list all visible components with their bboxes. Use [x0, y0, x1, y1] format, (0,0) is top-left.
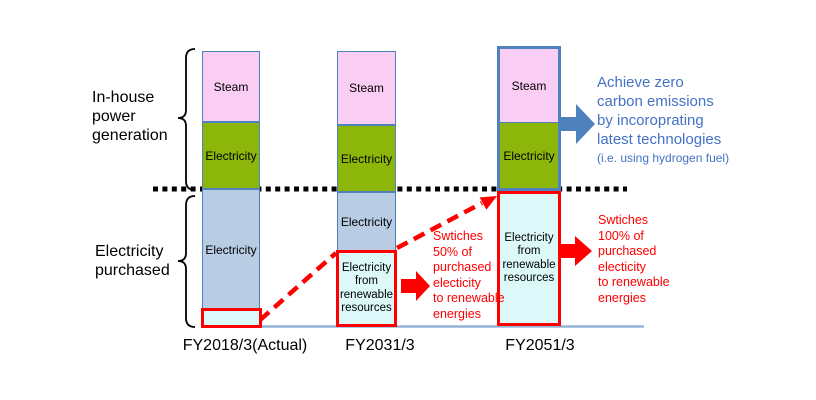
generated-electricity-segment: Electricity — [202, 122, 260, 189]
axis-label-fy2031: FY2031/3 — [345, 337, 415, 354]
generated-electricity-segment: Electricity — [337, 125, 396, 192]
generated-electricity-segment: Electricity — [500, 123, 558, 188]
zero-carbon-note-sub: (i.e. using hydrogen fuel) — [597, 151, 730, 165]
growth-dashed-arrow-segment-1 — [258, 251, 338, 322]
in-house-label: In-house power generation — [92, 89, 168, 144]
renewable-electricity-segment: Electricity from renewable resources — [336, 250, 397, 327]
purchased-electricity-segment: Electricity — [337, 192, 396, 251]
steam-segment: Steam — [500, 49, 558, 123]
zero-carbon-note-main: Achieve zero carbon emissions by incorop… — [597, 74, 722, 148]
renewable-electricity-segment — [201, 308, 262, 328]
switch-100-note: Swtiches 100% of purchased electicity to… — [598, 213, 670, 305]
renewable-electricity-segment: Electricity from renewable resources — [497, 191, 561, 326]
zero-carbon-arrow — [560, 104, 595, 144]
axis-label-fy2051: FY2051/3 — [505, 337, 575, 354]
switch-50-arrow — [401, 271, 430, 301]
growth-dashed-arrowhead — [479, 196, 497, 210]
switch-100-arrow — [560, 236, 592, 266]
switch-50-note: Swtiches 50% of purchased electicity to … — [433, 229, 505, 321]
axis-label-fy2018: FY2018/3(Actual) — [182, 337, 308, 354]
zero-carbon-note: Achieve zero carbon emissions by incorop… — [597, 73, 747, 165]
purchased-label: Electricity purchased — [95, 243, 170, 279]
in-house-highlight-box: Steam Electricity — [497, 46, 561, 191]
steam-segment: Steam — [202, 51, 260, 122]
steam-segment: Steam — [337, 51, 396, 125]
purchased-electricity-segment: Electricity — [202, 189, 260, 310]
